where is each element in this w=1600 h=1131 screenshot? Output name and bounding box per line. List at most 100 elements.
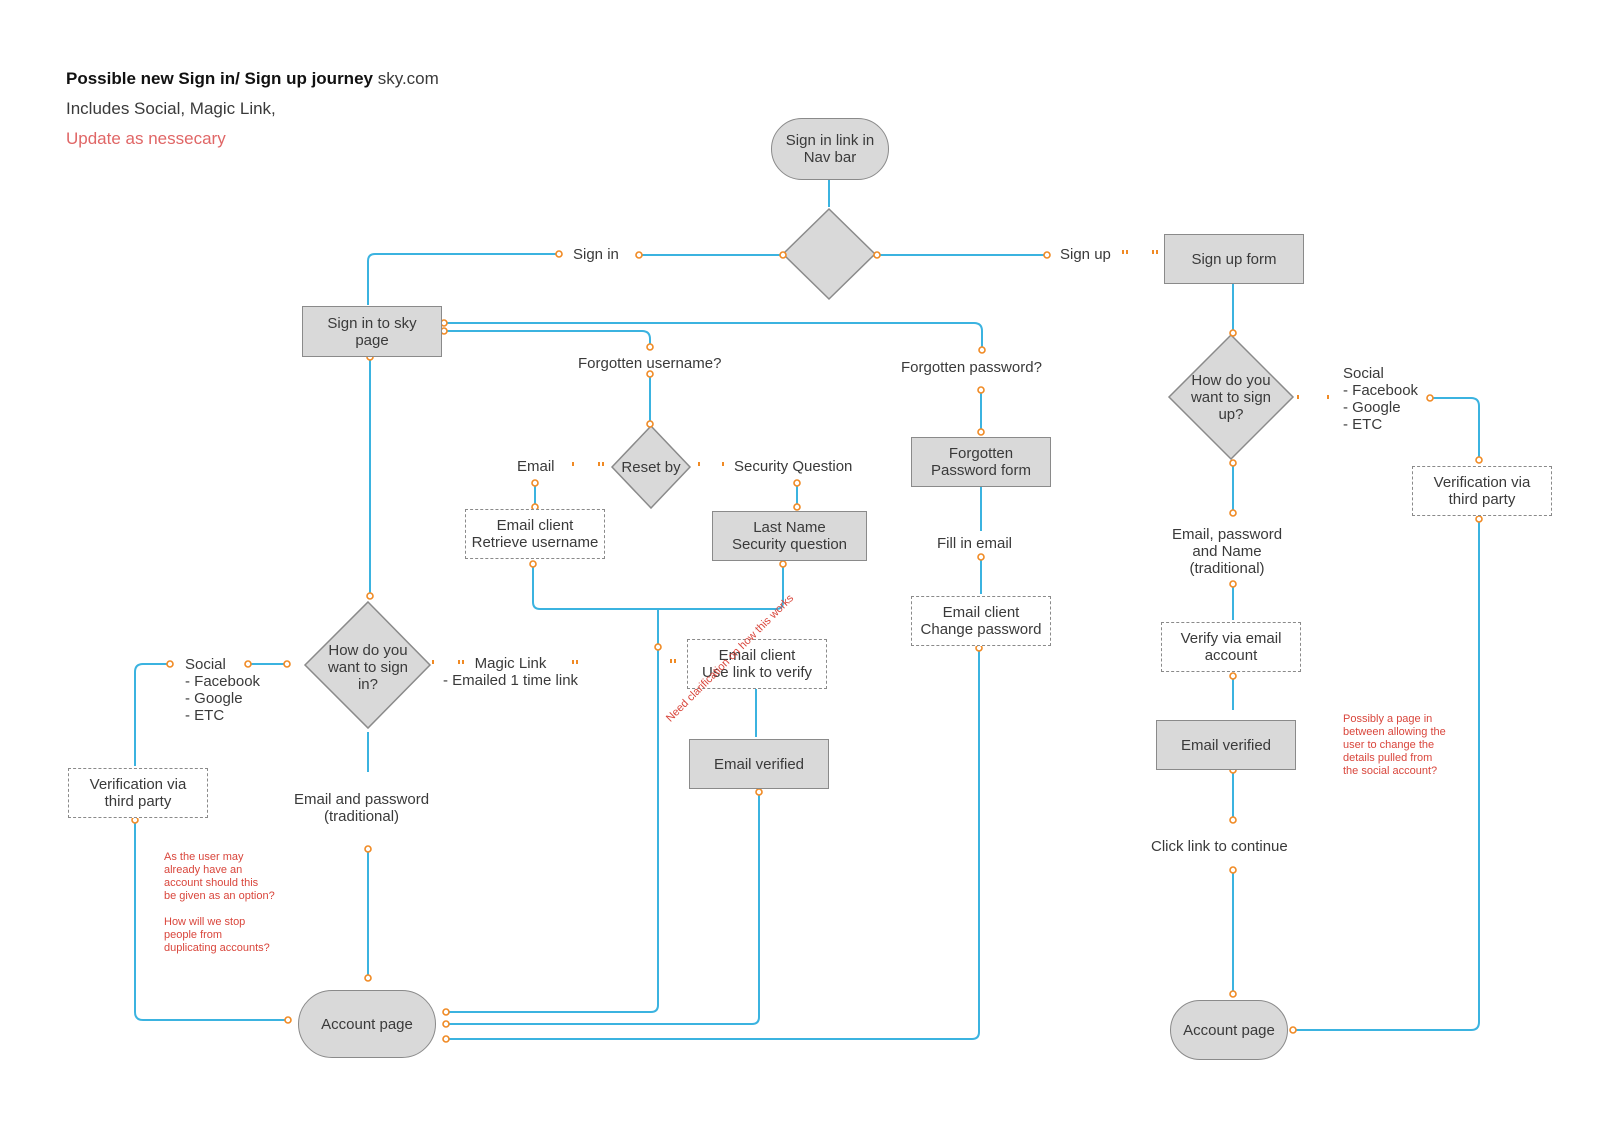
security-question-node: Last Name Security question: [712, 511, 867, 561]
connector: [446, 792, 760, 1025]
connector-endpoint: [779, 251, 787, 259]
connector-endpoint: [977, 553, 985, 561]
connector-endpoint: [1229, 509, 1237, 517]
port-mark: [1152, 250, 1154, 254]
port-mark: [572, 462, 574, 466]
verification-left-node: Verification via third party: [68, 768, 208, 818]
sign-up-label: Sign up: [1060, 246, 1111, 263]
connector-endpoint: [1229, 866, 1237, 874]
how-sign-in-label: How do you want to sign in?: [327, 641, 409, 693]
connector-endpoint: [166, 660, 174, 668]
forgotten-password-label: Forgotten password?: [901, 359, 1042, 376]
port-mark: [598, 462, 600, 466]
start-node: Sign in link in Nav bar: [771, 118, 889, 180]
email-verified-middle-node: Email verified: [689, 739, 829, 789]
note-left: As the user may already have an account …: [164, 851, 275, 954]
connector-endpoint: [364, 845, 372, 853]
port-mark: [462, 660, 464, 664]
connector: [446, 609, 659, 1013]
title-bold: Possible new Sign in/ Sign up journey: [66, 69, 373, 88]
connector-endpoint: [635, 251, 643, 259]
update-note: Update as nessecary: [66, 129, 226, 148]
connector: [134, 663, 170, 766]
connector-endpoint: [977, 428, 985, 436]
port-mark: [670, 659, 672, 663]
decision-how-sign-in: [303, 600, 432, 730]
port-mark: [1297, 395, 1299, 399]
decision-reset-by: [610, 424, 692, 510]
connector-endpoint: [779, 560, 787, 568]
connector-endpoint: [646, 343, 654, 351]
connector-endpoint: [442, 1035, 450, 1043]
connector-endpoint: [366, 592, 374, 600]
connector-endpoint: [1289, 1026, 1297, 1034]
account-page-right-node: Account page: [1170, 1000, 1288, 1060]
decision-how-sign-up: [1167, 333, 1295, 461]
connector-endpoint: [1229, 990, 1237, 998]
connector-endpoint: [283, 660, 291, 668]
port-mark: [1122, 250, 1124, 254]
port-mark: [576, 660, 578, 664]
port-mark: [572, 660, 574, 664]
sign-in-label: Sign in: [573, 246, 619, 263]
forgotten-password-form-node: Forgotten Password form: [911, 437, 1051, 487]
email-label: Email: [517, 458, 555, 475]
connector-endpoint: [654, 643, 662, 651]
click-link-label: Click link to continue: [1151, 838, 1288, 855]
connector-endpoint: [646, 420, 654, 428]
email-password-name-label: Email, password and Name (traditional): [1172, 526, 1283, 577]
connector-endpoint: [1043, 251, 1051, 259]
port-mark: [1327, 395, 1329, 399]
port-mark: [722, 462, 724, 466]
connector-endpoint: [244, 660, 252, 668]
port-mark: [432, 660, 434, 664]
email-client-change-password-node: Email client Change password: [911, 596, 1051, 646]
connector-endpoint: [555, 250, 563, 258]
port-mark: [1156, 250, 1158, 254]
connector: [1293, 519, 1480, 1031]
port-marks: [432, 250, 1329, 664]
connector-endpoint: [1229, 816, 1237, 824]
reset-by-label: Reset by: [621, 458, 681, 476]
decision-sign-in-or-up: [781, 207, 877, 301]
connector-endpoint: [793, 479, 801, 487]
connector-endpoint: [1229, 459, 1237, 467]
connector-endpoint: [873, 251, 881, 259]
connector-endpoint: [531, 479, 539, 487]
sign-in-page-node: Sign in to sky page: [302, 306, 442, 357]
connector-endpoint: [1426, 394, 1434, 402]
port-mark: [1126, 250, 1128, 254]
forgotten-username-label: Forgotten username?: [578, 355, 722, 372]
connector: [1430, 397, 1480, 460]
security-question-label: Security Question: [734, 458, 853, 475]
port-mark: [698, 462, 700, 466]
magic-link-label: Magic Link - Emailed 1 time link: [443, 655, 579, 689]
connector-endpoint: [364, 974, 372, 982]
connector-endpoint: [442, 1020, 450, 1028]
verify-via-email-node: Verify via email account: [1161, 622, 1301, 672]
connector: [446, 648, 980, 1040]
connector-endpoint: [755, 788, 763, 796]
sign-up-form-node: Sign up form: [1164, 234, 1304, 284]
port-mark: [458, 660, 460, 664]
connector: [532, 564, 784, 610]
email-password-label: Email and password (traditional): [294, 791, 430, 825]
note-right: Possibly a page in between allowing the …: [1343, 713, 1446, 777]
title-site: sky.com: [372, 69, 439, 88]
connector-endpoint: [977, 386, 985, 394]
connector-endpoint: [978, 346, 986, 354]
connector: [367, 253, 559, 305]
email-client-username-node: Email client Retrieve username: [465, 509, 605, 559]
page-subtitle: Includes Social, Magic Link,: [66, 99, 276, 118]
email-client-verify-node: Email client Use link to verify: [687, 639, 827, 689]
connector-endpoint: [1229, 580, 1237, 588]
connector: [444, 330, 651, 347]
port-mark: [602, 462, 604, 466]
connector-endpoint: [793, 503, 801, 511]
connector-endpoint: [646, 370, 654, 378]
connector-endpoint: [284, 1016, 292, 1024]
connectors: [134, 180, 1480, 1040]
endpoints: [131, 250, 1483, 1043]
fill-in-email-label: Fill in email: [937, 535, 1013, 552]
